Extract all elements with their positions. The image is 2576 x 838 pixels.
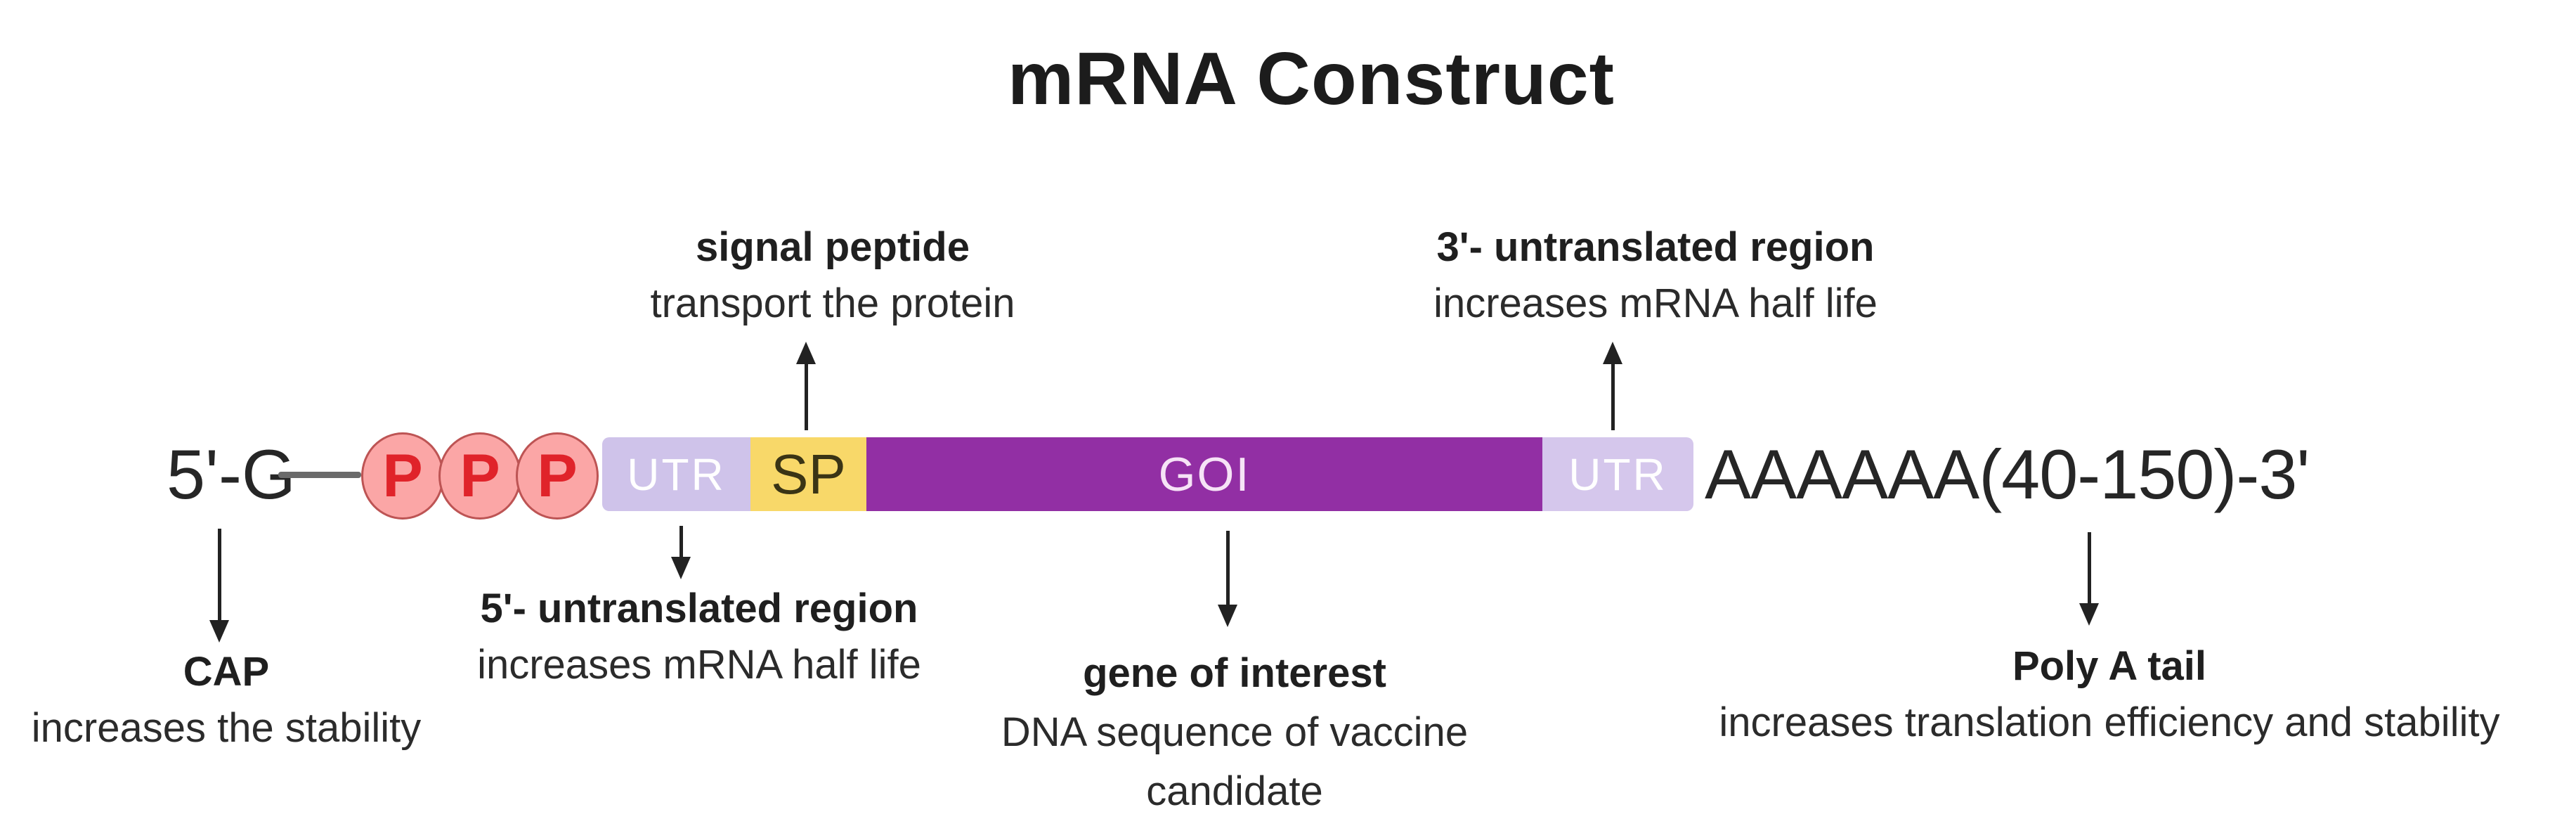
- annotation-title: Poly A tail: [2012, 643, 2207, 689]
- diagram-title: mRNA Construct: [1008, 37, 1615, 120]
- annotation-title: gene of interest: [1083, 650, 1386, 696]
- annotation-description: increases mRNA half life: [477, 642, 921, 688]
- arrow-down-icon: [209, 529, 230, 643]
- segment-3utr: UTR: [1542, 437, 1693, 511]
- arrow-shaft: [217, 529, 221, 620]
- annotation-3utr: 3'- untranslated region increases mRNA h…: [1374, 219, 1937, 332]
- arrowhead-icon: [1218, 605, 1237, 627]
- arrow-up-icon: [795, 342, 817, 430]
- arrow-down-icon: [2079, 532, 2100, 626]
- annotation-signal-peptide: signal peptide transport the protein: [552, 219, 1114, 332]
- phosphate-circle-icon: P: [438, 432, 521, 520]
- arrow-up-icon: [1602, 342, 1623, 430]
- arrow-shaft: [679, 526, 683, 557]
- annotation-5utr: 5'- untranslated region increases mRNA h…: [425, 581, 973, 693]
- arrowhead-icon: [209, 620, 229, 643]
- arrowhead-icon: [1603, 342, 1622, 364]
- arrow-shaft: [804, 364, 808, 430]
- annotation-description: increases the stability: [31, 705, 422, 751]
- annotation-title: signal peptide: [696, 224, 970, 270]
- arrow-down-icon: [1217, 531, 1238, 627]
- annotation-gene-of-interest: gene of interest DNA sequence of vaccine…: [961, 644, 1509, 821]
- segment-5utr: UTR: [602, 437, 750, 511]
- arrowhead-icon: [796, 342, 816, 364]
- annotation-poly-a-tail: Poly A tail increases translation effici…: [1635, 638, 2576, 751]
- segment-gene-of-interest: GOI: [866, 437, 1542, 511]
- arrowhead-icon: [2079, 603, 2099, 626]
- arrow-shaft: [1225, 531, 1230, 605]
- segment-signal-peptide: SP: [750, 437, 866, 511]
- annotation-description: increases translation efficiency and sta…: [1719, 700, 2500, 745]
- poly-a-sequence-label: AAAAAA(40-150)-3': [1705, 435, 2310, 513]
- arrow-shaft: [1611, 364, 1615, 430]
- five-prime-cap-label: 5'-G: [167, 435, 296, 513]
- arrow-down-icon: [670, 526, 691, 579]
- phosphate-circle-icon: P: [516, 432, 599, 520]
- phosphate-circle-icon: P: [361, 432, 444, 520]
- annotation-title: 3'- untranslated region: [1436, 224, 1875, 270]
- arrowhead-icon: [671, 557, 691, 579]
- annotation-description: DNA sequence of vaccine candidate: [1001, 709, 1469, 814]
- annotation-cap: CAP increases the stability: [15, 644, 437, 756]
- annotation-title: CAP: [183, 649, 270, 695]
- annotation-title: 5'- untranslated region: [480, 586, 918, 631]
- arrow-shaft: [2087, 532, 2091, 603]
- cap-connector-line: [278, 472, 361, 478]
- annotation-description: increases mRNA half life: [1433, 281, 1878, 326]
- annotation-description: transport the protein: [650, 281, 1015, 326]
